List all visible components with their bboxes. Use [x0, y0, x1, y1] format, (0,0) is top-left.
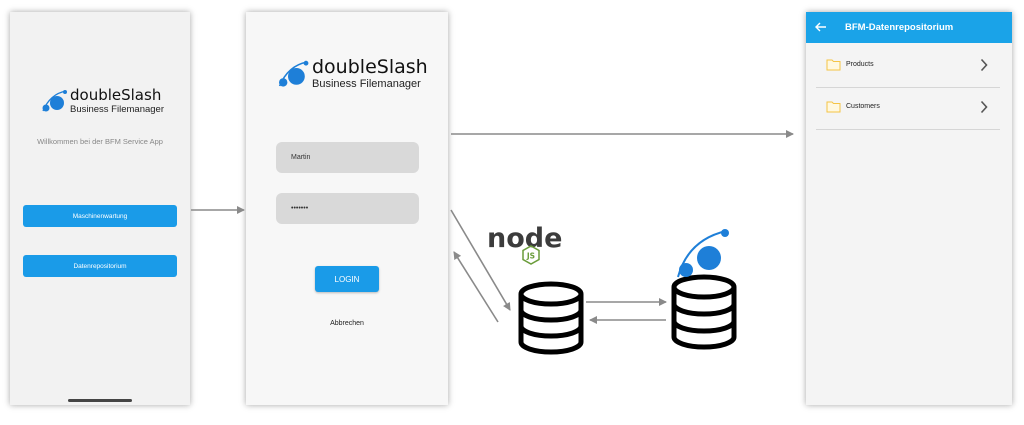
password-input[interactable]: ••••••• — [276, 193, 419, 224]
repository-screen: BFM-Datenrepositorium Products Customers — [806, 12, 1012, 405]
arrow-login-to-server — [450, 209, 511, 311]
logo-orbit-icon — [42, 90, 67, 112]
brand-name: doubleSlash — [312, 56, 428, 78]
folder-row-products[interactable]: Products — [816, 45, 1000, 88]
cancel-link[interactable]: Abbrechen — [330, 320, 364, 327]
login-button[interactable]: LOGIN — [315, 266, 379, 292]
brand-name: doubleSlash — [70, 86, 162, 104]
doubleslash-logo: doubleSlash Business Filemanager — [276, 58, 428, 90]
folder-label: Customers — [846, 103, 880, 110]
app-bar: BFM-Datenrepositorium — [806, 12, 1012, 43]
chevron-right-icon — [980, 58, 988, 72]
arrow-server-to-login — [453, 251, 499, 323]
welcome-text: Willkommen bei der BFM Service App — [37, 137, 163, 146]
database-icon — [518, 281, 584, 355]
logo-orbit-icon — [677, 229, 729, 278]
back-arrow-icon[interactable] — [815, 22, 827, 32]
logo-orbit-icon — [278, 60, 309, 87]
doubleslash-logo: doubleSlash Business Filemanager — [40, 88, 164, 115]
folder-icon — [826, 59, 841, 71]
datenrepositorium-button[interactable]: Datenrepositorium — [23, 255, 177, 277]
home-indicator — [68, 399, 132, 402]
folder-label: Products — [846, 61, 874, 68]
brand-tagline: Business Filemanager — [312, 78, 421, 90]
folder-row-customers[interactable]: Customers — [816, 87, 1000, 130]
nodejs-logo-badge: JS — [526, 252, 535, 261]
chevron-right-icon — [980, 100, 988, 114]
brand-tagline: Business Filemanager — [70, 104, 164, 115]
maschinenwartung-button[interactable]: Maschinenwartung — [23, 205, 177, 227]
page-title: BFM-Datenrepositorium — [845, 22, 954, 33]
nodejs-logo-icon: node JS — [487, 223, 562, 265]
home-screen: doubleSlash Business Filemanager Willkom… — [10, 12, 190, 405]
login-screen: doubleSlash Business Filemanager Martin … — [246, 12, 448, 405]
folder-icon — [826, 101, 841, 113]
database-icon — [671, 274, 737, 350]
username-input[interactable]: Martin — [276, 142, 419, 173]
